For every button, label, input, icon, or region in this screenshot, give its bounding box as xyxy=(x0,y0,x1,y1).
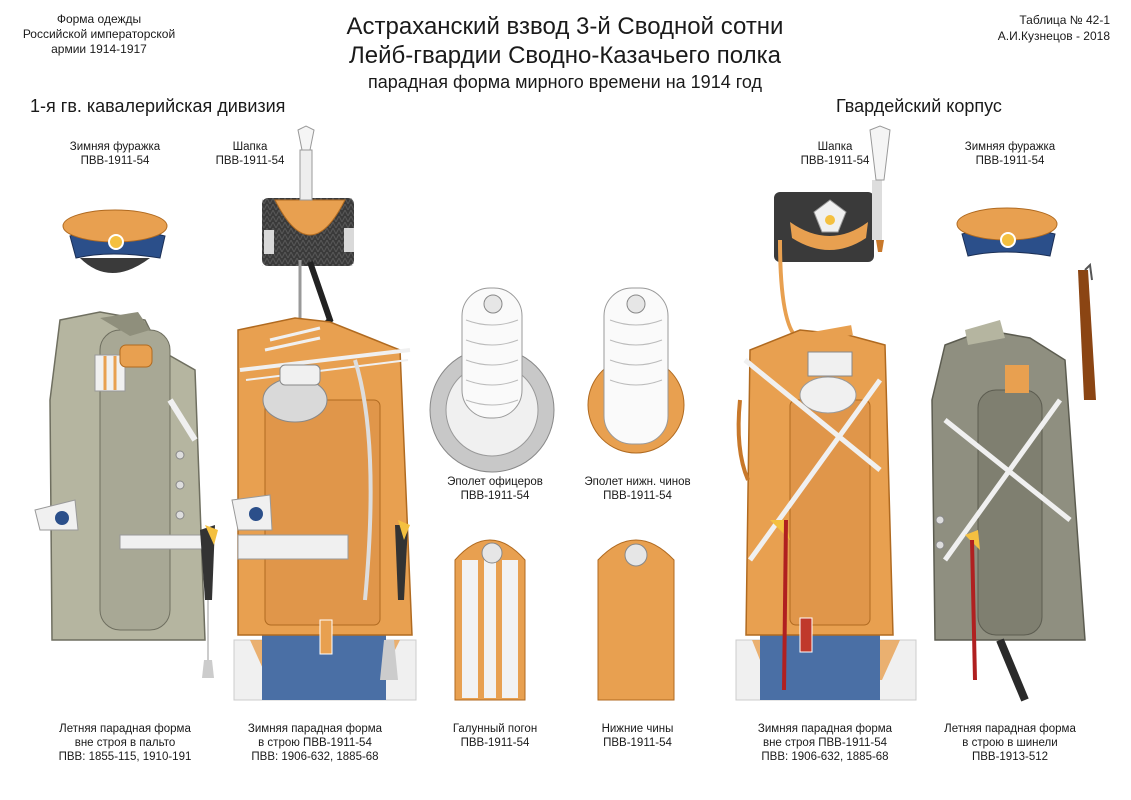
caption-line: Летняя парадная форма xyxy=(59,723,191,735)
caption-papakha-left: Шапка ПВВ-1911-54 xyxy=(195,140,305,168)
caption-uniform-6: Летняя парадная форма в строю в шинели П… xyxy=(925,722,1095,764)
caption-lower-rank-epaulette: Эполет нижн. чинов ПВВ-1911-54 xyxy=(570,475,705,503)
caption-line: Шапка xyxy=(232,141,268,153)
caption-line: вне строя ПВВ-1911-54 xyxy=(762,737,888,749)
caption-line: Галунный погон xyxy=(452,723,538,735)
caption-uniform-3: Галунный погон ПВВ-1911-54 xyxy=(430,722,560,750)
series-line: Российской императорской xyxy=(22,27,176,41)
table-number: Таблица № 42-1 xyxy=(1019,13,1110,27)
galloon-shoulder-strap xyxy=(454,539,526,701)
author: А.И.Кузнецов - 2018 xyxy=(997,29,1110,43)
caption-winter-cap-right: Зимняя фуражка ПВВ-1911-54 xyxy=(945,140,1075,168)
caption-line: Зимняя парадная форма xyxy=(757,723,893,735)
table-caption: Таблица № 42-1 А.И.Кузнецов - 2018 xyxy=(950,12,1110,44)
winter-cap-illustration-left xyxy=(62,209,168,273)
summer-coat-figure xyxy=(34,311,218,678)
caption-line: Летняя парадная форма xyxy=(944,723,1076,735)
caption-line: ПВВ-1913-512 xyxy=(971,751,1049,763)
caption-line: ПВВ: 1906-632, 1885-68 xyxy=(761,751,889,763)
caption-uniform-4: Нижние чины ПВВ-1911-54 xyxy=(570,722,705,750)
papakha-illustration-right xyxy=(774,125,891,342)
caption-line: Зимняя фуражка xyxy=(964,141,1056,153)
caption-line: ПВВ-1911-54 xyxy=(603,737,672,749)
caption-line: Эполет офицеров xyxy=(447,476,543,488)
caption-line: в строю ПВВ-1911-54 xyxy=(258,737,372,749)
caption-line: Нижние чины xyxy=(601,723,674,735)
caption-winter-cap-left: Зимняя фуражка ПВВ-1911-54 xyxy=(50,140,180,168)
series-line: армии 1914-1917 xyxy=(51,42,147,56)
caption-line: Шапка xyxy=(817,141,853,153)
caption-line: ПВВ-1911-54 xyxy=(215,155,285,167)
caption-line: ПВВ: 1906-632, 1885-68 xyxy=(251,751,379,763)
caption-uniform-2: Зимняя парадная форма в строю ПВВ-1911-5… xyxy=(230,722,400,764)
caption-line: ПВВ-1911-54 xyxy=(460,737,530,749)
lower-rank-shoulder-strap xyxy=(597,539,675,701)
lower-rank-epaulette-illustration xyxy=(587,287,685,454)
series-line: Форма одежды xyxy=(56,12,142,26)
page-title-line2: Лейб-гвардии Сводно-Казачьего полка xyxy=(348,42,781,69)
caption-line: ПВВ-1911-54 xyxy=(975,155,1045,167)
caption-line: в строю в шинели xyxy=(962,737,1058,749)
caption-line: ПВВ-1911-54 xyxy=(603,490,672,502)
officer-epaulette-illustration xyxy=(429,287,555,473)
caption-line: ПВВ-1911-54 xyxy=(460,490,530,502)
caption-uniform-5: Зимняя парадная форма вне строя ПВВ-1911… xyxy=(735,722,915,764)
caption-line: Зимняя парадная форма xyxy=(247,723,383,735)
caption-line: вне строя в пальто xyxy=(74,737,176,749)
page-subtitle: парадная форма мирного времени на 1914 г… xyxy=(367,72,763,92)
winter-uniform-figure-right xyxy=(735,325,917,701)
caption-papakha-right: Шапка ПВВ-1911-54 xyxy=(780,140,890,168)
caption-line: Зимняя фуражка xyxy=(69,141,161,153)
series-caption: Форма одежды Российской императорской ар… xyxy=(14,12,184,57)
section-left-title: 1-я гв. кавалерийская дивизия xyxy=(30,96,286,116)
caption-line: ПВВ-1911-54 xyxy=(800,155,870,167)
winter-cap-illustration-right xyxy=(956,207,1058,257)
winter-uniform-figure-left xyxy=(231,317,417,701)
page-title: Астраханский взвод 3-й Сводной сотни xyxy=(346,13,784,40)
caption-uniform-1: Летняя парадная форма вне строя в пальто… xyxy=(40,722,210,764)
section-right-title: Гвардейский корпус xyxy=(836,96,1002,116)
greatcoat-figure xyxy=(931,262,1096,702)
caption-line: Эполет нижн. чинов xyxy=(584,476,691,488)
caption-line: ПВВ: 1855-115, 1910-191 xyxy=(58,751,192,763)
caption-line: ПВВ-1911-54 xyxy=(80,155,150,167)
caption-officer-epaulette: Эполет офицеров ПВВ-1911-54 xyxy=(430,475,560,503)
